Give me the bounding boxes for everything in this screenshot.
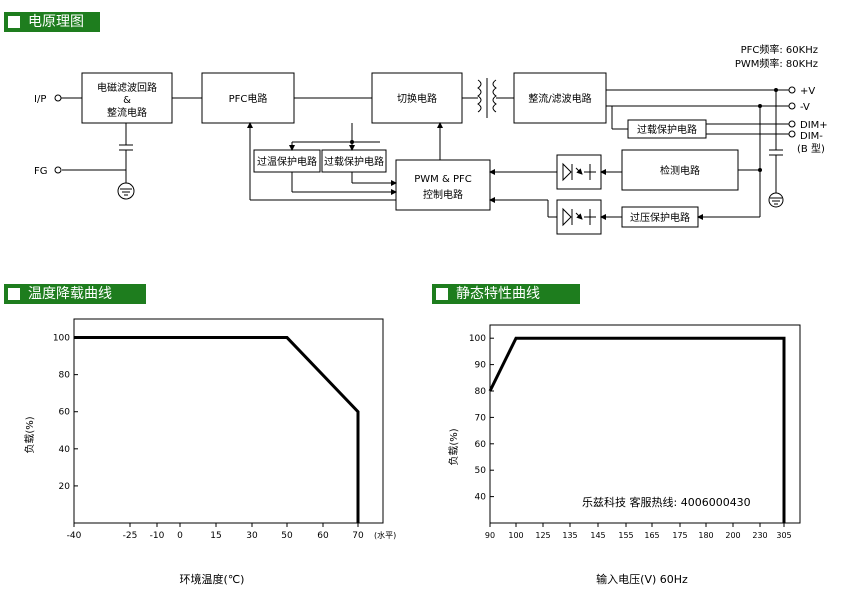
y-tick-label: 80 <box>475 387 487 397</box>
ovp-label: 过压保护电路 <box>630 211 690 224</box>
olp-label-2: 过载保护电路 <box>637 123 697 136</box>
x-axis-label: 环境温度(℃) <box>180 572 245 586</box>
y-axis-label: 负载(%) <box>447 428 460 465</box>
olp-label-1: 过载保护电路 <box>324 155 384 168</box>
y-tick-label: 50 <box>475 466 487 476</box>
plot-frame <box>489 324 801 524</box>
y-tick-label: 100 <box>469 334 486 344</box>
y-tick-label: 20 <box>59 482 71 492</box>
controller-line-2: 控制电路 <box>423 188 463 201</box>
switch-label: 切换电路 <box>397 92 437 105</box>
freq-pfc-label: PFC频率: 60KHz <box>741 43 818 56</box>
out-dimplus-label: DIM+ <box>800 120 828 131</box>
plot-frame <box>73 318 384 524</box>
x-tick-label: 175 <box>672 531 687 540</box>
y-tick-label: 70 <box>475 413 487 423</box>
y-axis-label: 负载(%) <box>23 416 36 453</box>
derating-chart: -40 -25 -10 0 15 30 50 60 70 (水平) 20 40 60 80 100 环境温度(… <box>23 318 396 586</box>
fg-label: FG <box>34 166 48 177</box>
emi-line-1: 电磁滤波回路 <box>97 81 157 94</box>
block-diagram: PFC频率: 60KHz PWM频率: 80KHz I/P FG 电磁滤波回路 … <box>34 43 828 235</box>
out-vplus-label: +V <box>800 86 815 97</box>
x-tick-label: -40 <box>67 531 82 541</box>
y-tick-label: 60 <box>475 440 487 450</box>
input-label: I/P <box>34 94 46 105</box>
x-tick-label: 60 <box>317 531 329 541</box>
x-tick-label: 90 <box>485 531 495 540</box>
dimplus-terminal <box>788 120 796 128</box>
block-diagram-header: 电原理图 <box>4 12 100 32</box>
x-tick-label: 165 <box>644 531 659 540</box>
static-header: 静态特性曲线 <box>432 284 580 304</box>
emi-line-3: 整流电路 <box>107 106 147 119</box>
x-tick-label: 180 <box>698 531 713 540</box>
rectifier-label: 整流/滤波电路 <box>528 92 591 105</box>
otp-label: 过温保护电路 <box>257 155 317 168</box>
x-tick-label: 125 <box>535 531 550 540</box>
x-tick-label: 50 <box>281 531 293 541</box>
x-tick-label: 135 <box>562 531 577 540</box>
fg-terminal <box>54 166 62 174</box>
pfc-label: PFC电路 <box>229 92 268 105</box>
watermark-annotation: 乐兹科技 客服热线: 4006000430 <box>582 495 751 509</box>
detect-label: 检测电路 <box>660 164 700 177</box>
square-icon <box>8 288 20 300</box>
x-tick-label: 30 <box>246 531 258 541</box>
emi-line-2: & <box>123 95 131 106</box>
x-tick-label: 305 <box>776 531 791 540</box>
y-tick-label: 60 <box>59 408 71 418</box>
series-line <box>74 336 360 523</box>
otp-block <box>253 149 321 173</box>
out-dimminus-label: DIM- <box>800 131 823 142</box>
x-tick-label: -25 <box>123 531 138 541</box>
x-tick-label: 100 <box>508 531 523 540</box>
vminus-terminal <box>788 102 796 110</box>
derating-title: 温度降载曲线 <box>28 286 112 302</box>
x-tick-label: 145 <box>590 531 605 540</box>
vplus-terminal <box>788 86 796 94</box>
series-line <box>488 336 786 523</box>
controller-line-1: PWM & PFC <box>414 174 471 185</box>
block-diagram-title: 电原理图 <box>28 14 84 30</box>
y-tick-label: 100 <box>53 334 70 344</box>
x-axis-label: 输入电压(V) 60Hz <box>596 572 688 586</box>
out-btype-label: (B 型) <box>797 142 825 155</box>
x-tick-label: 70 <box>352 531 364 541</box>
x-tick-suffix: (水平) <box>374 530 396 540</box>
static-chart: 90 100 125 135 145 155 165 175 180 200 230 305 40 50 6… <box>447 324 801 586</box>
derating-header: 温度降载曲线 <box>4 284 146 304</box>
static-title: 静态特性曲线 <box>456 286 540 302</box>
x-tick-label: 155 <box>618 531 633 540</box>
x-tick-label: 200 <box>725 531 740 540</box>
y-tick-label: 40 <box>59 445 71 455</box>
x-tick-label: 0 <box>177 531 183 541</box>
out-vminus-label: -V <box>800 102 810 113</box>
y-tick-label: 90 <box>475 361 487 371</box>
x-tick-label: 15 <box>210 531 221 541</box>
x-tick-label: 230 <box>752 531 767 540</box>
input-terminal <box>54 94 62 102</box>
y-tick-label: 80 <box>59 371 71 381</box>
square-icon <box>8 16 20 28</box>
square-icon <box>436 288 448 300</box>
y-tick-label: 40 <box>475 493 487 503</box>
freq-pwm-label: PWM频率: 80KHz <box>735 57 818 70</box>
x-tick-label: -10 <box>150 531 165 541</box>
dimminus-terminal <box>788 130 796 138</box>
controller-block <box>395 159 491 211</box>
